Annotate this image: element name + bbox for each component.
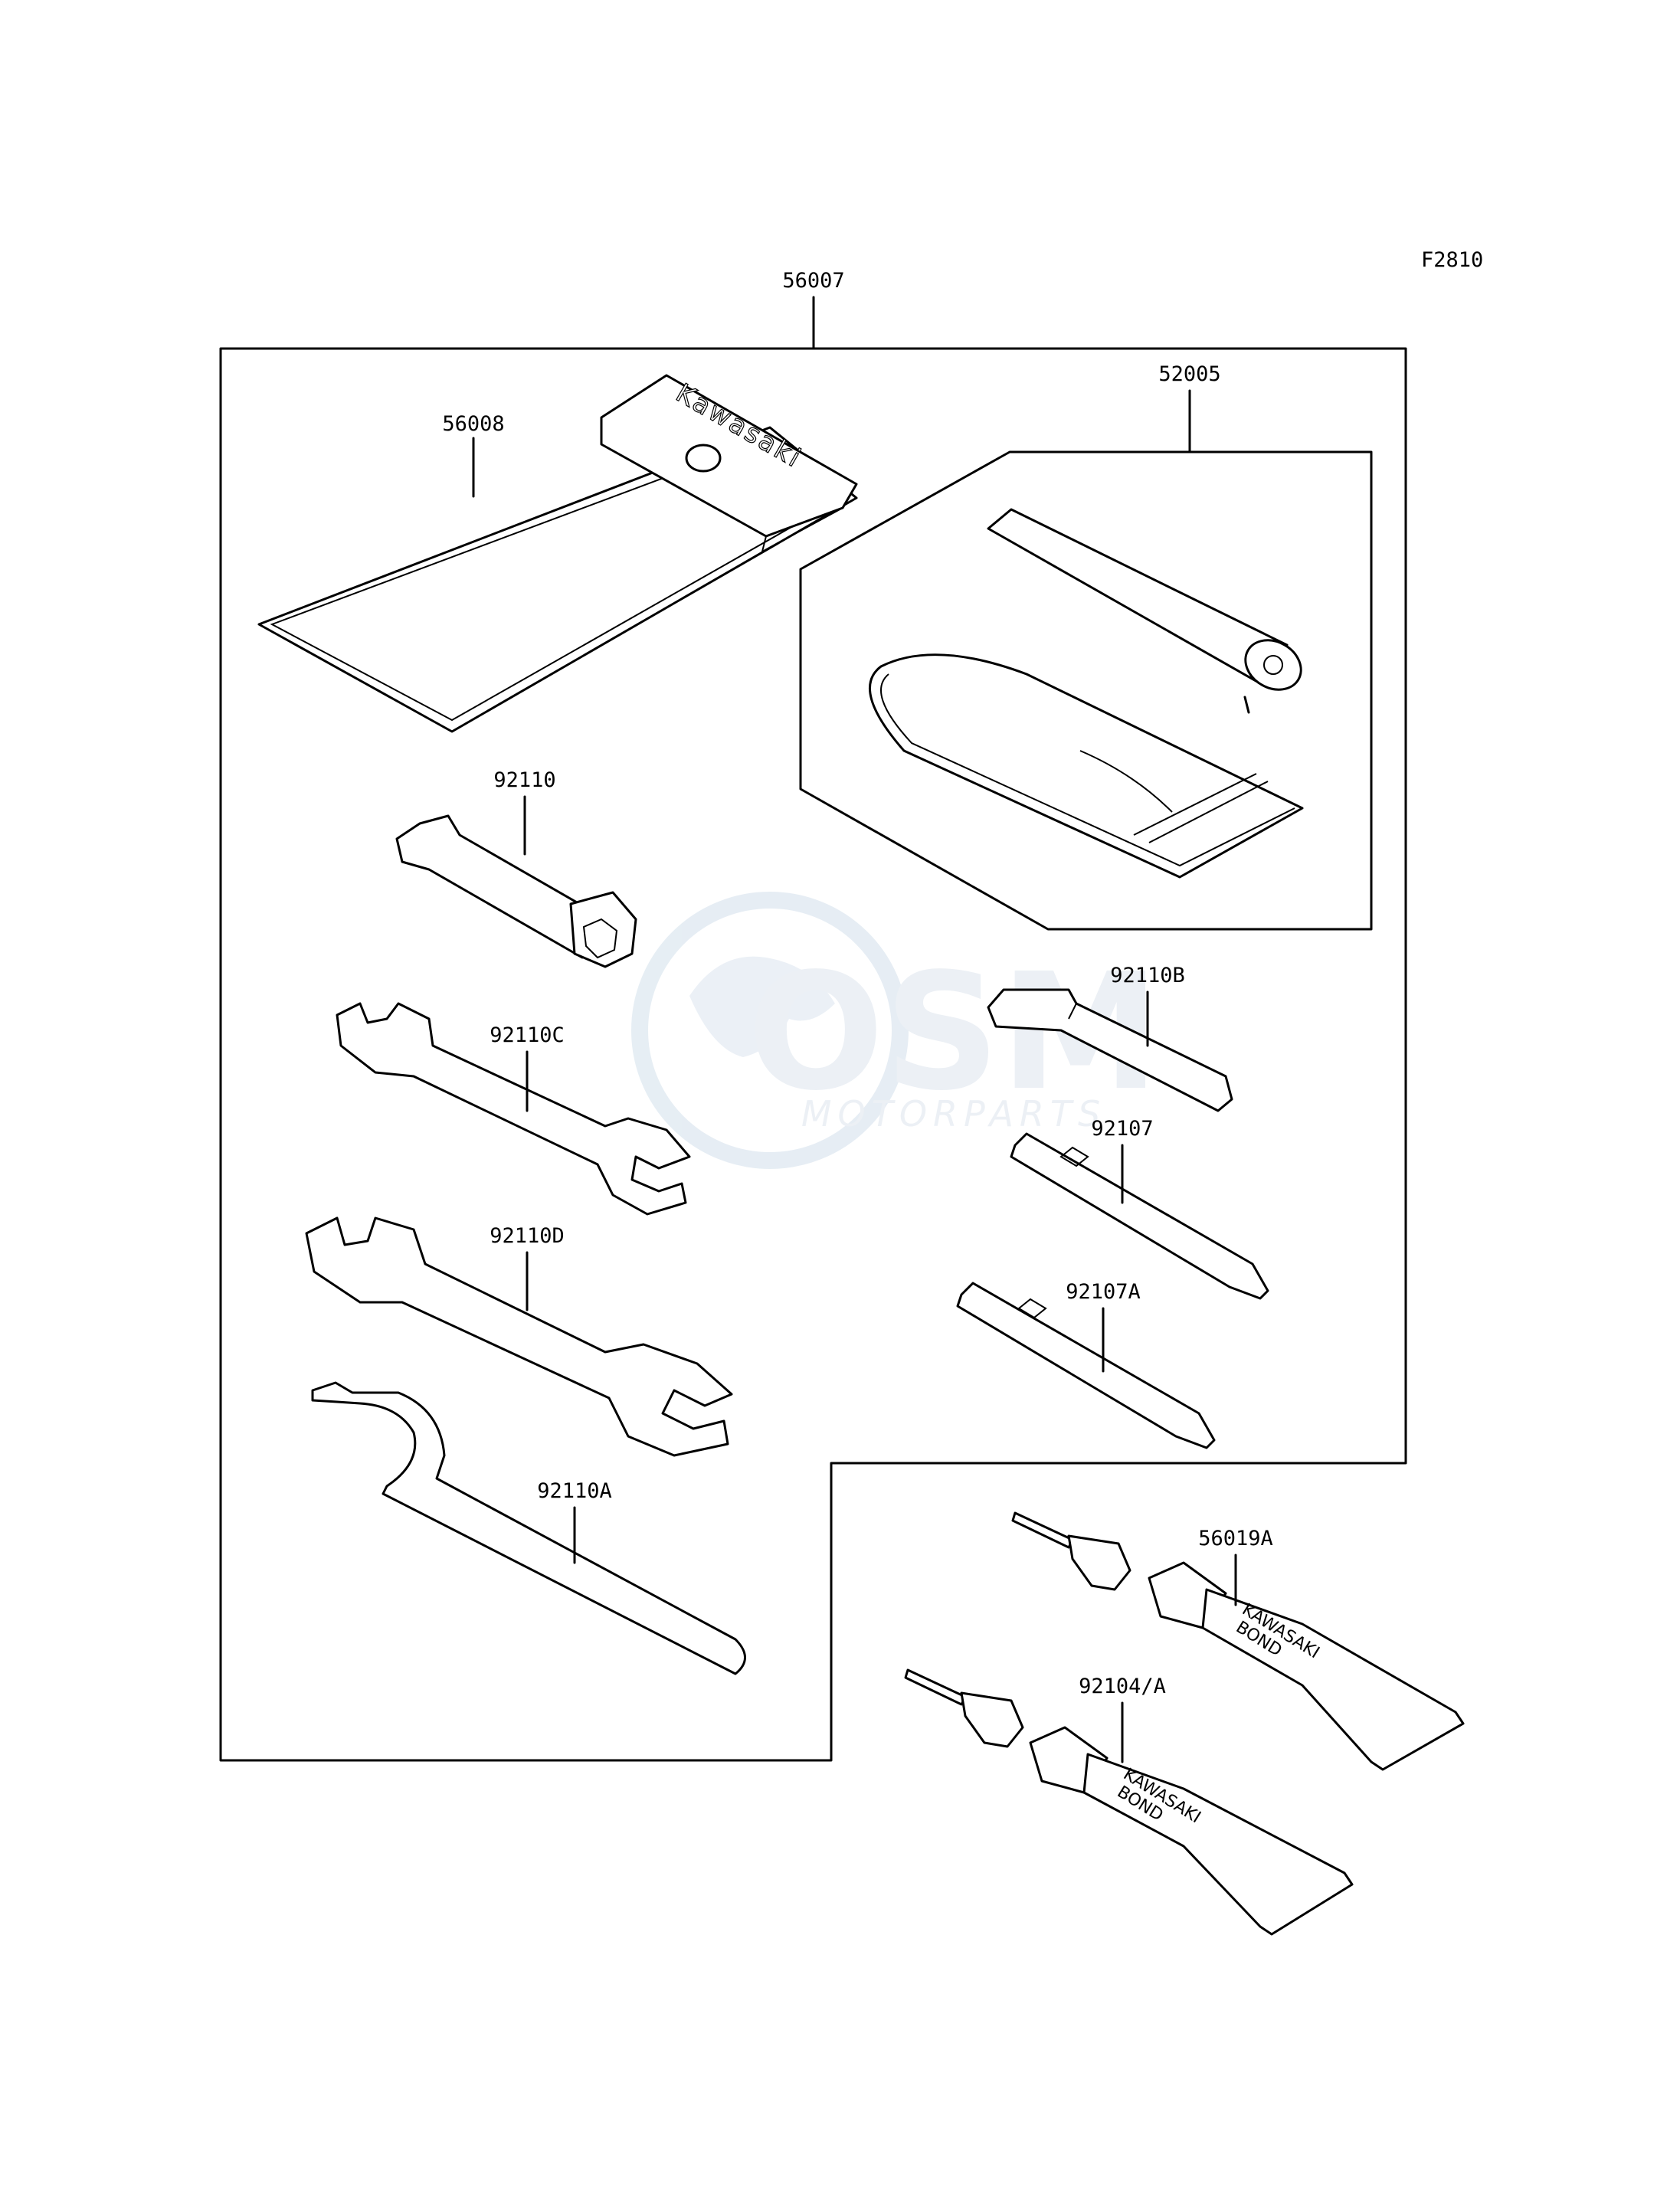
pump-tube-52005 <box>987 508 1302 714</box>
part-label-56019A[interactable]: 56019A <box>1198 1527 1273 1550</box>
screwdriver-92107 <box>1010 1132 1269 1300</box>
bond-tube-56019A: KAWASAKI BOND <box>1011 1511 1465 1771</box>
part-label-92107[interactable]: 92107 <box>1091 1117 1153 1141</box>
bond-tube-92104A: KAWASAKI BOND <box>904 1668 1354 1936</box>
watermark-continent-shape <box>689 956 835 1057</box>
tool-kit-outline <box>219 347 1407 1762</box>
part-label-56007[interactable]: 56007 <box>782 269 844 293</box>
part-label-92110D[interactable]: 92110D <box>490 1224 565 1248</box>
tool-pouch-56008: Kawasaki <box>257 374 858 733</box>
part-label-92110[interactable]: 92110 <box>493 768 555 792</box>
pouch-snap-button <box>685 444 722 473</box>
hex-key-92110B <box>987 988 1233 1112</box>
part-label-92110B[interactable]: 92110B <box>1110 964 1185 987</box>
subkit-52005-outline <box>799 450 1373 931</box>
hook-wrench-92110A <box>311 1381 746 1675</box>
part-label-52005[interactable]: 52005 <box>1158 362 1220 386</box>
part-label-92104A[interactable]: 92104/A <box>1079 1675 1166 1698</box>
repair-bag-52005 <box>869 653 1304 879</box>
watermark-globe-icon <box>631 892 909 1169</box>
spark-plug-wrench-92110 <box>395 814 637 968</box>
open-end-wrench-92110D <box>305 1216 733 1457</box>
open-end-wrench-92110C <box>336 1002 691 1216</box>
part-label-56008[interactable]: 56008 <box>442 412 504 436</box>
part-label-92110A[interactable]: 92110A <box>537 1479 612 1503</box>
part-label-92110C[interactable]: 92110C <box>490 1023 565 1047</box>
figure-code: F2810 <box>1421 248 1483 272</box>
screwdriver-92107A <box>956 1282 1216 1449</box>
watermark-tagline: MOTORPARTS <box>801 1093 1106 1135</box>
part-label-92107A[interactable]: 92107A <box>1066 1280 1141 1304</box>
